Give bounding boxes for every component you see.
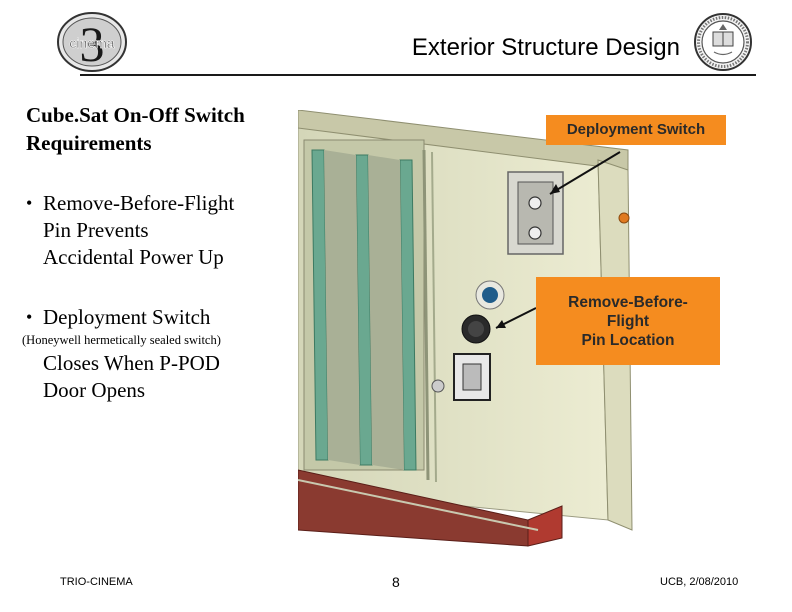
switch-note: (Honeywell hermetically sealed switch) <box>22 333 221 347</box>
university-seal-logo <box>694 13 752 71</box>
bullet-marker: • <box>26 307 33 327</box>
deployment-switch-callout: Deployment Switch <box>546 115 726 145</box>
pin-callout-line-2: Flight <box>606 312 650 330</box>
pin-location-callout: Remove-Before- Flight Pin Location <box>536 277 720 365</box>
requirements-heading: Cube.Sat On-Off Switch Requirements <box>26 101 296 157</box>
slide-title: Exterior Structure Design <box>411 34 680 61</box>
bullet-1-line-2: Pin Prevents <box>43 218 149 242</box>
closes-line-2: Door Opens <box>43 378 146 402</box>
bullet-remove-before-flight: • Remove-Before-Flight Pin Prevents Acci… <box>26 190 296 271</box>
logo-wordmark: cinema <box>69 35 114 51</box>
bullet-1-line-1: Remove-Before-Flight <box>43 191 235 215</box>
footer-page-number: 8 <box>392 574 400 590</box>
pin-callout-line-3: Pin Location <box>581 331 675 349</box>
closes-text: Closes When P-POD Door Opens <box>43 350 283 404</box>
footer-project: TRIO-CINEMA <box>60 576 133 588</box>
logo-numeral: 3 <box>80 16 105 72</box>
bullet-2-line-1: Deployment Switch <box>43 305 211 329</box>
footer-date: UCB, 2/08/2010 <box>660 576 739 588</box>
bullet-1-line-3: Accidental Power Up <box>43 245 224 269</box>
cinema-logo: 3 cinema <box>57 12 127 72</box>
title-divider <box>80 74 756 76</box>
bullet-deployment-switch: • Deployment Switch <box>26 304 296 331</box>
pin-callout-line-1: Remove-Before- <box>568 293 688 311</box>
heading-line-1: Cube.Sat On-Off Switch <box>26 103 245 127</box>
closes-line-1: Closes When P-POD <box>43 351 220 375</box>
bullet-marker: • <box>26 193 33 213</box>
heading-line-2: Requirements <box>26 131 152 155</box>
